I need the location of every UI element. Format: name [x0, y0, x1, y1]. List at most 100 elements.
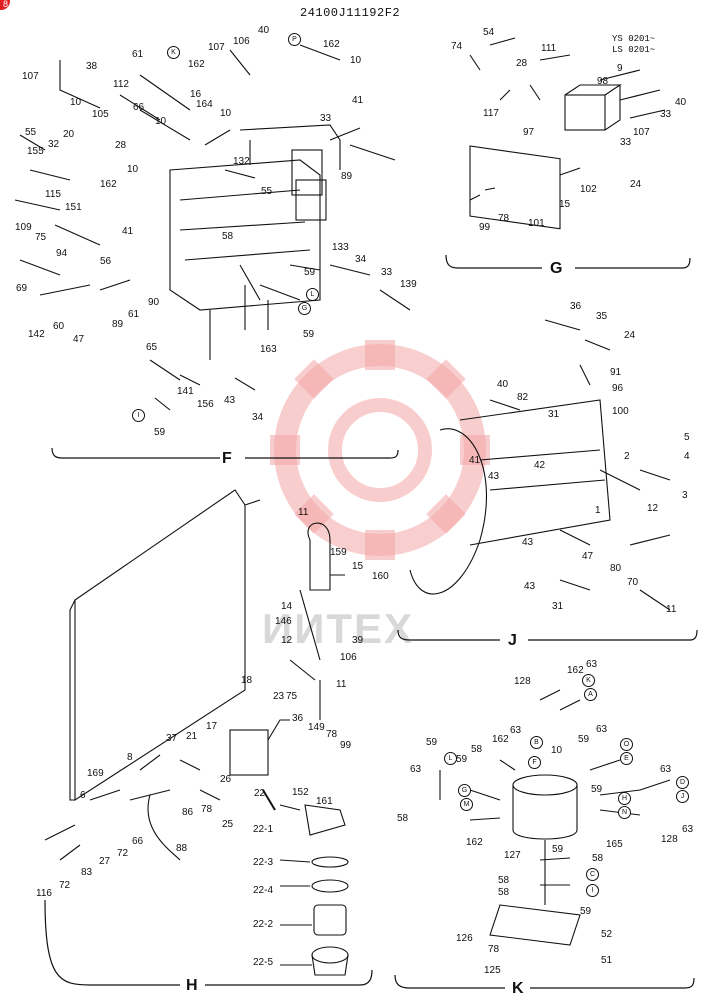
callout: 37: [166, 733, 178, 744]
callout: 78: [488, 944, 500, 955]
port-marker: N: [618, 806, 631, 819]
callout: 72: [117, 848, 129, 859]
callout: 24: [624, 330, 636, 341]
port-marker: D: [676, 776, 689, 789]
callout: 94: [56, 248, 68, 259]
callout: 111: [541, 43, 557, 54]
callout: 128: [661, 834, 678, 845]
callout: 162: [323, 39, 340, 50]
callout: 109: [15, 222, 32, 233]
callout: 162: [567, 665, 584, 676]
port-marker: L: [444, 752, 457, 765]
filter-callout: 22-5: [253, 957, 274, 968]
callout: 35: [596, 311, 608, 322]
callout: 9: [617, 63, 623, 74]
callout: 90: [148, 297, 160, 308]
callout: 41: [469, 455, 481, 466]
filter-callout: 22-2: [253, 919, 274, 930]
callout: 86: [182, 807, 194, 818]
callout: 10: [70, 97, 82, 108]
callout: 61: [128, 309, 140, 320]
callout: 3: [682, 490, 688, 501]
section-rulers: [44, 254, 698, 989]
callout: 59: [303, 329, 315, 340]
filter-callout: 22-1: [253, 824, 274, 835]
port-marker: G: [298, 302, 311, 315]
callout: 59: [456, 754, 468, 765]
callout: 55: [261, 186, 273, 197]
callout: 58: [592, 853, 604, 864]
callout: 36: [570, 301, 582, 312]
drawing-number: 24100J11192F2: [300, 6, 401, 20]
callout: 58: [498, 875, 510, 886]
callout: 133: [332, 242, 349, 253]
callout: 98: [597, 76, 609, 87]
callout: 59: [154, 427, 166, 438]
callout: 10: [127, 164, 139, 175]
port-marker: E: [620, 752, 633, 765]
callout: 10: [551, 745, 563, 756]
port-marker: C: [586, 868, 599, 881]
callout: 59: [580, 906, 592, 917]
filter-callout: 22-3: [253, 857, 274, 868]
callout: 80: [610, 563, 622, 574]
callout: 155: [27, 146, 44, 157]
callout: 10: [220, 108, 232, 119]
callout: 112: [113, 79, 129, 90]
port-marker: P: [288, 33, 301, 46]
callout: 156: [197, 399, 214, 410]
callout: 41: [122, 226, 134, 237]
callout: 38: [86, 61, 98, 72]
callout: 34: [252, 412, 264, 423]
callout: 83: [81, 867, 93, 878]
callout: 141: [177, 386, 194, 397]
callout: 28: [516, 58, 528, 69]
callout: 40: [258, 25, 270, 36]
callout: 51: [601, 955, 613, 966]
callout: 10: [350, 55, 362, 66]
callout: 100: [612, 406, 629, 417]
callout: 106: [233, 36, 250, 47]
callout: 59: [591, 784, 603, 795]
section-label-g: G: [550, 260, 564, 277]
callout: 78: [201, 804, 213, 815]
port-marker: J: [676, 790, 689, 803]
callout: 132: [233, 156, 250, 167]
callout: 127: [504, 850, 521, 861]
callout: 107: [633, 127, 650, 138]
callout: 91: [610, 367, 622, 378]
callout: 59: [304, 267, 316, 278]
callout: 72: [59, 880, 71, 891]
port-marker: A: [584, 688, 597, 701]
callout: 66: [133, 102, 145, 113]
callout: 58: [222, 231, 234, 242]
callout: 31: [548, 409, 560, 420]
callout: 15: [559, 199, 571, 210]
callout: 97: [523, 127, 535, 138]
callout: 5: [684, 432, 690, 443]
callout: 99: [479, 222, 491, 233]
port-marker: F: [528, 756, 541, 769]
port-marker: I: [132, 409, 145, 422]
callout: 88: [176, 843, 188, 854]
callout: 40: [675, 97, 687, 108]
callout: 11: [336, 679, 347, 690]
callout: 74: [451, 41, 463, 52]
callout: 82: [517, 392, 529, 403]
port-marker: G: [458, 784, 471, 797]
callout: 107: [208, 42, 225, 53]
callout: 102: [580, 184, 597, 195]
section-label-h: H: [186, 977, 199, 994]
callout: 159: [330, 547, 347, 558]
callout: 59: [578, 734, 590, 745]
callout: 58: [471, 744, 483, 755]
callout: 70: [627, 577, 639, 588]
callout: 165: [606, 839, 623, 850]
callout: 33: [320, 113, 332, 124]
section-label-f: F: [222, 450, 233, 467]
callout: 99: [340, 740, 352, 751]
callout: 107: [22, 71, 39, 82]
callout: 21: [186, 731, 198, 742]
